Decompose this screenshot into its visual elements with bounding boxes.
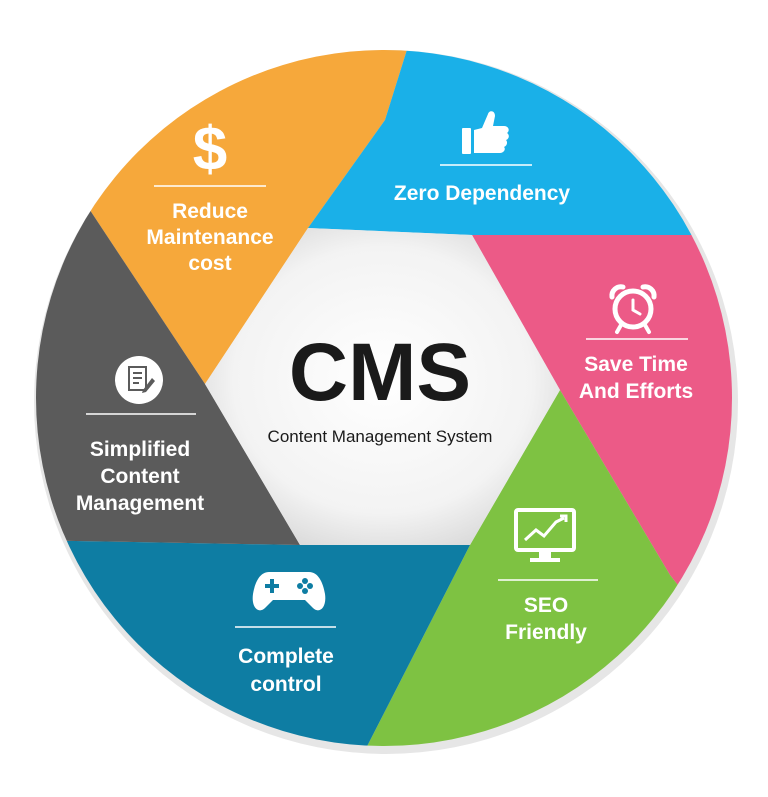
segment-label-reduce-cost-line1: Reduce: [172, 200, 248, 223]
thumbs-up-icon: [462, 111, 509, 154]
segment-label-seo-friendly-line2: Friendly: [505, 621, 587, 644]
segment-label-seo-friendly-line1: SEO: [524, 594, 568, 617]
segment-simplified-content: [36, 180, 300, 545]
document-edit-icon: [115, 356, 163, 404]
gamepad-icon: [252, 572, 326, 611]
segment-label-simplified-content-line2: Content: [100, 465, 179, 488]
segment-label-save-time-line2: And Efforts: [579, 380, 693, 403]
center-hexagon: [205, 228, 560, 545]
segment-label-complete-control-line2: control: [250, 673, 321, 696]
segment-label-zero-dependency-line1: Zero Dependency: [394, 182, 571, 205]
center-title: CMS: [289, 327, 471, 418]
segment-label-reduce-cost-line3: cost: [188, 252, 231, 275]
alarm-clock-icon: [609, 284, 657, 334]
segment-label-simplified-content-line3: Management: [76, 492, 204, 515]
divider-lines: [86, 164, 688, 628]
monitor-chart-icon: [514, 508, 576, 562]
dollar-icon: $: [193, 115, 227, 184]
segment-label-complete-control-line1: Complete: [238, 645, 334, 668]
center-subtitle: Content Management System: [268, 427, 493, 446]
segment-label-reduce-cost-line2: Maintenance: [146, 226, 273, 249]
segment-label-simplified-content-line1: Simplified: [90, 438, 190, 461]
segment-label-save-time-line1: Save Time: [584, 353, 688, 376]
svg-text:$: $: [193, 115, 227, 184]
